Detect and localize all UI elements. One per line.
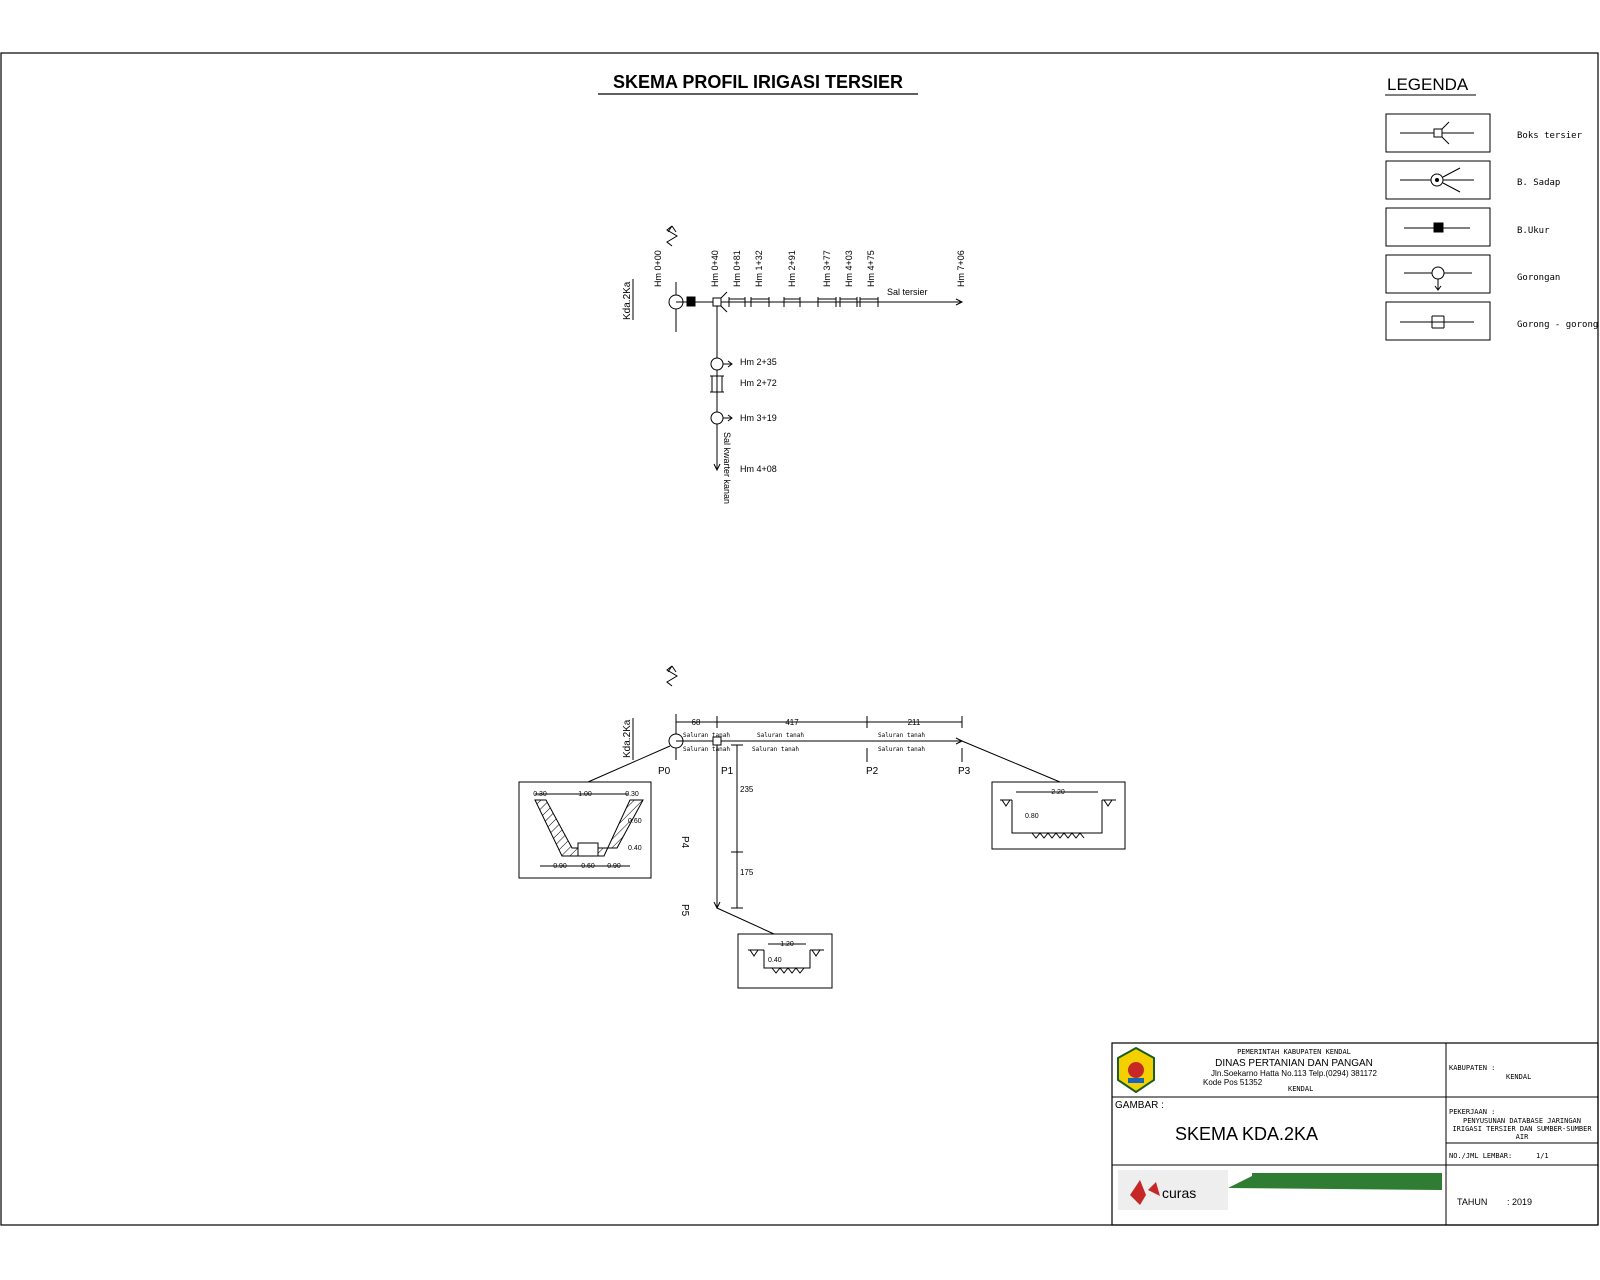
station-label: Hm 4+75 [866, 250, 876, 287]
legend-label-1: Boks tersier [1517, 131, 1583, 141]
section-dim: 0.90 [553, 863, 567, 870]
origin-label-bottom: Kda.2Ka [622, 719, 633, 758]
cross-section-right: 2.20 0.80 [991, 781, 1126, 850]
gorongan-icon [1404, 266, 1472, 291]
section-dim: 1.00 [578, 791, 592, 798]
sheet-border [0, 52, 1599, 1226]
cross-section-bottom: 1.20 0.40 [737, 933, 833, 989]
dept-name: DINAS PERTANIAN DAN PANGAN [1215, 1058, 1373, 1069]
pekerjaan-value-3: AIR [1516, 1133, 1529, 1141]
branch-station-label: Hm 3+19 [740, 413, 777, 423]
point-label: P0 [658, 766, 671, 777]
dim-label: 417 [785, 718, 799, 727]
branch-station-label: Hm 2+35 [740, 357, 777, 367]
consultant-logo: curas [1118, 1170, 1442, 1210]
channel-label: Saluran tanah [878, 732, 925, 739]
point-label: P2 [866, 766, 879, 777]
tahun-label: TAHUN [1457, 1197, 1487, 1207]
pekerjaan-value-1: PENYUSUNAN DATABASE JARINGAN [1463, 1117, 1581, 1125]
schema-bottom-labels: Kda.2Ka 68 417 211 235 175 Saluran tanah… [622, 718, 971, 917]
station-label: Hm 0+40 [710, 250, 720, 287]
section-dim: 2.20 [1051, 789, 1065, 796]
boks-sadap-icon [1400, 167, 1474, 193]
schema-bottom [587, 665, 1061, 935]
dept-city: KENDAL [1288, 1085, 1313, 1093]
channel-label: Saluran tanah [683, 746, 730, 753]
dept-postcode: Kode Pos 51352 [1203, 1078, 1263, 1087]
page-title: SKEMA PROFIL IRIGASI TERSIER [613, 72, 903, 92]
section-dim: 0.40 [768, 957, 782, 964]
dim-label: 211 [908, 718, 921, 727]
kabupaten-value: KENDAL [1506, 1073, 1531, 1081]
section-dim: 0.40 [628, 845, 642, 852]
lembar-label: NO./JML LEMBAR: [1449, 1152, 1512, 1160]
kendal-seal-icon [1117, 1046, 1155, 1094]
tahun-value: : 2019 [1507, 1197, 1532, 1207]
origin-label-top: Kda.2Ka [622, 281, 633, 320]
station-label: Hm 3+77 [822, 250, 832, 287]
section-dim: 0.90 [607, 863, 621, 870]
legend-box-2 [1385, 160, 1491, 200]
legend-box-3 [1385, 207, 1491, 247]
dim-label: 175 [740, 868, 754, 877]
pekerjaan-value-2: IRIGASI TERSIER DAN SUMBER-SUMBER [1452, 1125, 1592, 1133]
point-label: P5 [679, 904, 690, 917]
legend-label-4: Gorongan [1517, 273, 1560, 283]
section-dim: 0.60 [628, 818, 642, 825]
culverts-main [728, 297, 879, 307]
cross-section-left: 1.00 0.30 0.30 0.60 0.40 0.90 0.60 0.90 [518, 781, 652, 879]
station-label: Hm 0+81 [732, 250, 742, 287]
title-block: PEMERINTAH KABUPATEN KENDAL DINAS PERTAN… [1111, 1042, 1599, 1226]
section-dim: 0.30 [533, 791, 547, 798]
legend-box-5 [1385, 301, 1491, 341]
legend-label-3: B.Ukur [1517, 226, 1550, 236]
legend-label-5: Gorong - gorong [1517, 320, 1598, 330]
station-label: Hm 1+32 [754, 250, 764, 287]
branch-station-label: Hm 4+08 [740, 464, 777, 474]
point-label: P4 [679, 836, 690, 849]
channel-label: Saluran tanah [683, 732, 730, 739]
legend-box-4 [1385, 254, 1491, 294]
main-channel-label: Sal tersier [887, 287, 928, 297]
station-label: Hm 0+00 [653, 250, 663, 287]
point-label: P1 [721, 766, 734, 777]
lembar-value: 1/1 [1536, 1152, 1549, 1160]
channel-label: Saluran tanah [757, 732, 804, 739]
section-dim: 0.30 [625, 791, 639, 798]
branch-channel-label: Sal kwarter kanan [722, 432, 732, 504]
channel-label: Saluran tanah [752, 746, 799, 753]
gambar-value: SKEMA KDA.2KA [1175, 1124, 1318, 1144]
schema-top [666, 225, 964, 472]
section-dim: 0.60 [581, 863, 595, 870]
station-label: Hm 4+03 [844, 250, 854, 287]
point-label: P3 [958, 766, 971, 777]
pekerjaan-label: PEKERJAAN : [1449, 1108, 1495, 1116]
legend: LEGENDA Boks tersier B. Sadap B.Ukur [1385, 75, 1598, 341]
channel-label: Saluran tanah [878, 746, 925, 753]
gov-name: PEMERINTAH KABUPATEN KENDAL [1237, 1048, 1351, 1056]
branch-station-label: Hm 2+72 [740, 378, 777, 388]
section-dim: 0.80 [1025, 813, 1039, 820]
section-dim: 1.20 [780, 941, 794, 948]
north-arrow-icon [666, 665, 678, 687]
station-label: Hm 2+91 [787, 250, 797, 287]
boks-tersier-icon [1400, 121, 1474, 145]
boks-ukur-icon [1404, 222, 1470, 233]
gorong-gorong-icon [1400, 315, 1474, 329]
north-arrow-icon [666, 225, 678, 247]
consultant-logo-text: curas [1162, 1185, 1196, 1201]
legend-heading: LEGENDA [1387, 75, 1469, 94]
schema-top-labels: Kda.2Ka Hm 0+00 Hm 0+40 Hm 0+81 Hm 1+32 … [622, 250, 966, 504]
kabupaten-label: KABUPATEN : [1449, 1064, 1495, 1072]
legend-box-1 [1385, 113, 1491, 153]
station-label: Hm 7+06 [956, 250, 966, 287]
dim-label: 235 [740, 785, 754, 794]
legend-label-2: B. Sadap [1517, 178, 1560, 188]
gambar-label: GAMBAR : [1115, 1100, 1164, 1111]
dim-label: 68 [692, 718, 701, 727]
dept-address: Jln.Soekarno Hatta No.113 Telp.(0294) 38… [1211, 1069, 1377, 1078]
